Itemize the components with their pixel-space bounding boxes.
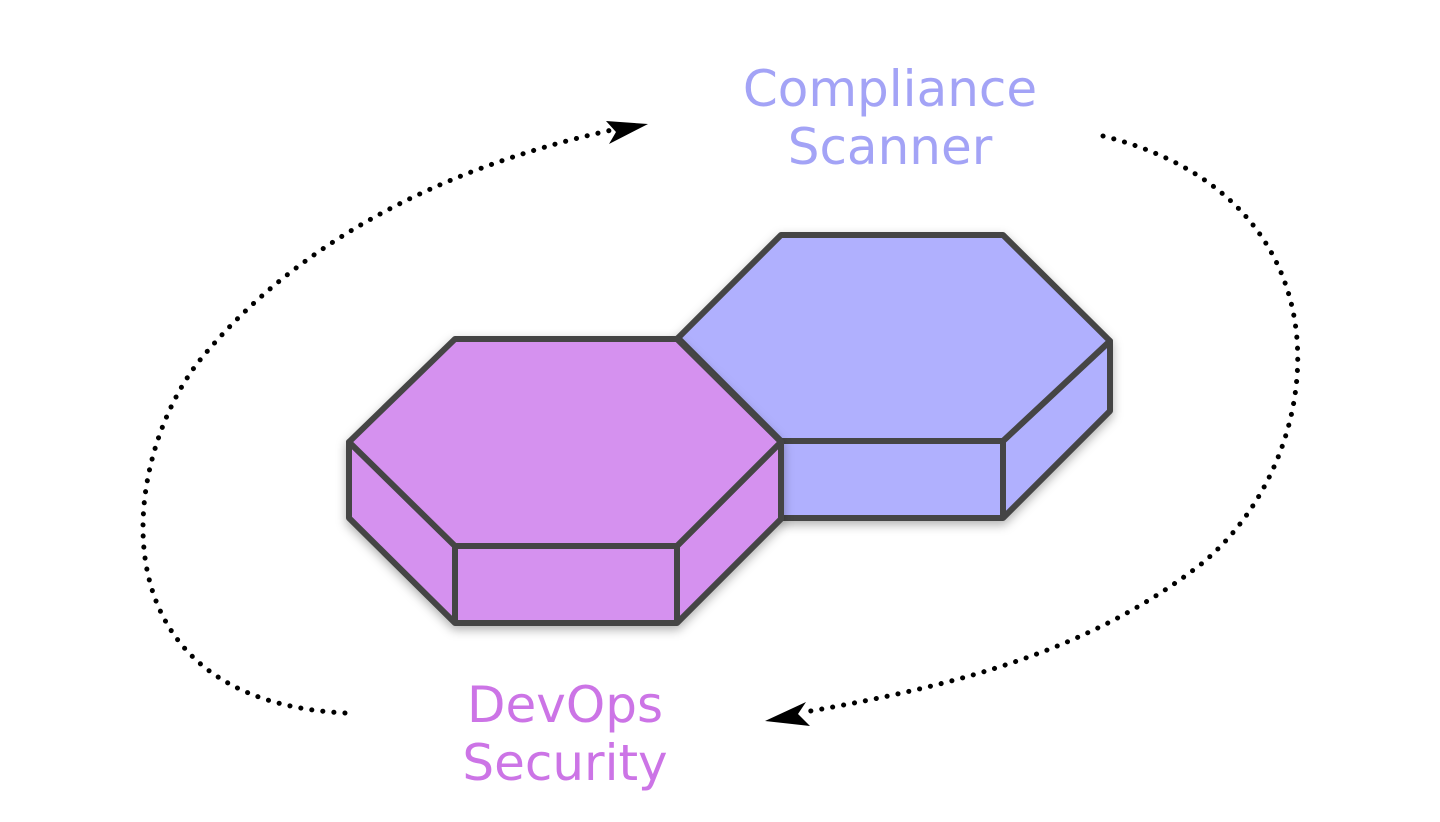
compliance-label-line1: Compliance: [742, 60, 1038, 118]
arrow-path-right: [802, 133, 1301, 715]
devops-label-line1: DevOps: [467, 676, 663, 734]
arrow-path-left: [140, 127, 615, 716]
compliance-scanner-label: Compliance Scanner: [690, 60, 1090, 176]
devops-security-hexagon: [346, 336, 784, 626]
compliance-label-line2: Scanner: [787, 118, 993, 176]
cycle-arrows: [140, 121, 1301, 726]
compliance-scanner-hexagon: [675, 232, 1113, 521]
devops-label-line2: Security: [462, 734, 668, 792]
arrow-head-bottom: [765, 702, 810, 726]
devops-security-label: DevOps Security: [365, 676, 765, 792]
arrow-head-top: [606, 121, 648, 144]
